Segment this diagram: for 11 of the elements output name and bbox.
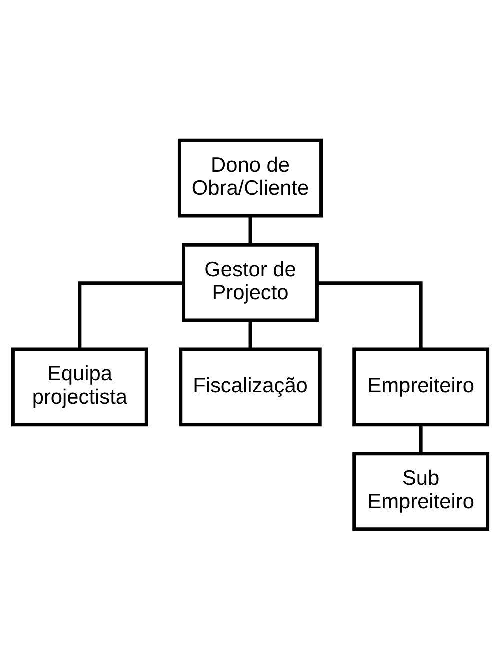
connector (317, 281, 423, 349)
connector (248, 320, 252, 349)
node-box: Dono de Obra/Cliente (178, 138, 324, 218)
node-box: Fiscalização (179, 347, 322, 426)
node-box: Gestor de Projecto (182, 242, 319, 322)
connector (78, 281, 184, 349)
connector (419, 424, 423, 454)
node-box: Empreiteiro (352, 347, 490, 426)
connector (248, 216, 252, 244)
node-box: Sub Empreiteiro (352, 452, 490, 531)
node-box: Equipa projectista (11, 347, 148, 426)
